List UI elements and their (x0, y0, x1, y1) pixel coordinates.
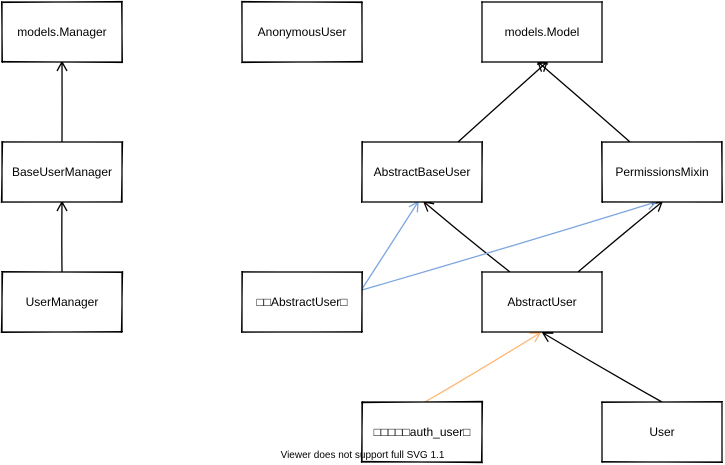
inheritance-arrow-abstract-base-user-to-models-model (457, 61, 548, 143)
class-node-models-model: models.Model (480, 0, 604, 64)
arrow-line (361, 201, 419, 290)
class-label: AbstractUser (507, 295, 576, 309)
class-box (1, 141, 123, 203)
arrow-line (423, 201, 511, 273)
class-node-anonymous-user: AnonymousUser (240, 0, 364, 64)
arrow-line (457, 61, 548, 143)
arrow-head-icon (529, 332, 542, 343)
edges-layer (56, 60, 664, 403)
inheritance-arrow-base-user-manager-to-models-manager (56, 60, 68, 143)
class-label: AnonymousUser (258, 25, 347, 39)
class-node-permissions-mixin: PermissionsMixin (600, 140, 724, 204)
class-box (481, 271, 603, 333)
class-node-abstract-base-user: AbstractBaseUser (360, 140, 484, 204)
class-box-sketch-stroke (480, 0, 604, 64)
class-box-sketch-stroke (480, 270, 604, 334)
class-node-base-user-manager: BaseUserManager (0, 140, 124, 204)
class-label: PermissionsMixin (615, 165, 708, 179)
inheritance-arrow-abstract-user-to-abstract-base-user (422, 201, 511, 273)
class-node-user: User (600, 400, 724, 464)
class-box (241, 271, 363, 333)
class-box-sketch-stroke (240, 270, 364, 334)
class-box (601, 141, 723, 203)
inheritance-arrow-custom-auth-user-to-abstract-user (424, 332, 542, 403)
class-label: UserManager (26, 295, 99, 309)
class-box-sketch-stroke (600, 140, 724, 204)
viewer-support-note: Viewer does not support full SVG 1.1 (280, 450, 445, 461)
class-label: BaseUserManager (12, 165, 112, 179)
class-box-sketch-stroke (360, 400, 484, 464)
class-label: □□□□□auth_user□ (374, 425, 471, 439)
class-box (481, 1, 603, 63)
class-node-abstract-user: AbstractUser (480, 270, 604, 334)
class-node-custom-abstract-user: □□AbstractUser□ (240, 270, 364, 334)
class-box-sketch-stroke (0, 140, 124, 204)
inheritance-arrow-user-to-abstract-user (541, 332, 663, 403)
class-node-custom-auth-user: □□□□□auth_user□ (360, 400, 484, 464)
arrow-head-icon (541, 332, 554, 343)
class-box (361, 401, 483, 463)
class-label: User (649, 425, 674, 439)
class-box-sketch-stroke (240, 0, 364, 64)
arrow-line (542, 332, 663, 403)
arrow-line (577, 201, 663, 273)
arrow-line (537, 61, 631, 143)
class-box-sketch-stroke (0, 0, 124, 64)
class-box-sketch-stroke (0, 270, 124, 334)
class-label: models.Model (505, 25, 580, 39)
inheritance-arrow-user-manager-to-base-user-manager (56, 200, 68, 273)
class-box (1, 1, 123, 63)
arrow-line (424, 332, 541, 403)
inheritance-arrow-permissions-mixin-to-models-model (536, 61, 631, 143)
class-node-models-manager: models.Manager (0, 0, 124, 64)
class-label: models.Manager (17, 25, 106, 39)
class-box-sketch-stroke (360, 140, 484, 204)
class-box-sketch-stroke (600, 400, 724, 464)
arrow-line (361, 201, 657, 291)
class-node-user-manager: UserManager (0, 270, 124, 334)
class-label: □□AbstractUser□ (256, 295, 347, 309)
class-label: AbstractBaseUser (374, 165, 471, 179)
